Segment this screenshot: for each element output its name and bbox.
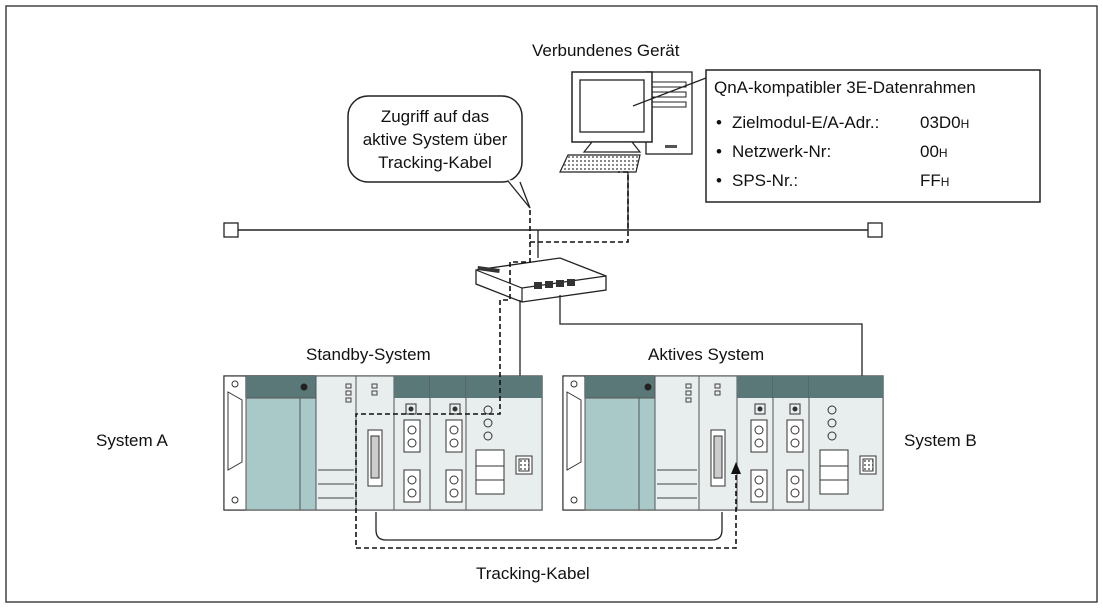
access-callout (347, 95, 531, 209)
info-label: Netzwerk-Nr: (732, 142, 832, 161)
tracking-cable-label: Tracking-Kabel (476, 564, 590, 583)
info-value: 03D0H (920, 113, 970, 132)
standby-system-label: Standby-System (306, 345, 431, 364)
ethernet-switch-icon (475, 257, 607, 303)
rack-system-b (562, 375, 884, 511)
info-value: 00H (920, 142, 948, 161)
info-row-network-number: • Netzwerk-Nr: 00H (716, 142, 948, 162)
access-arrowhead (731, 462, 741, 474)
info-row-plc-number: • SPS-Nr.: FFH (716, 171, 949, 191)
info-box-frame (705, 69, 1041, 203)
info-box-title: QnA-kompatibler 3E-Datenrahmen (714, 78, 976, 97)
system-b-label: System B (904, 431, 977, 450)
access-path-dashed (355, 171, 737, 549)
bullet: • (716, 171, 722, 190)
system-a-label: System A (96, 431, 168, 450)
ethernet-bus (223, 222, 883, 238)
tracking-cable (375, 512, 723, 541)
bullet: • (716, 113, 722, 132)
bullet: • (716, 142, 722, 161)
info-row-target-address: • Zielmodul-E/A-Adr.: 03D0H (716, 113, 969, 133)
bus-terminator-right (867, 222, 883, 238)
callout-line-1: Zugriff auf das (380, 107, 490, 126)
info-value: FFH (920, 171, 950, 190)
callout-line-3: Tracking-Kabel (378, 153, 492, 172)
callout-line-2: aktive System über (362, 130, 508, 149)
rack-system-a (223, 375, 543, 511)
computer-icon (559, 71, 693, 173)
info-label: Zielmodul-E/A-Adr.: (732, 113, 880, 132)
info-label: SPS-Nr.: (732, 171, 799, 190)
active-system-label: Aktives System (648, 345, 765, 364)
bus-terminator-left (223, 222, 239, 238)
connected-device-label: Verbundenes Gerät (532, 41, 680, 60)
